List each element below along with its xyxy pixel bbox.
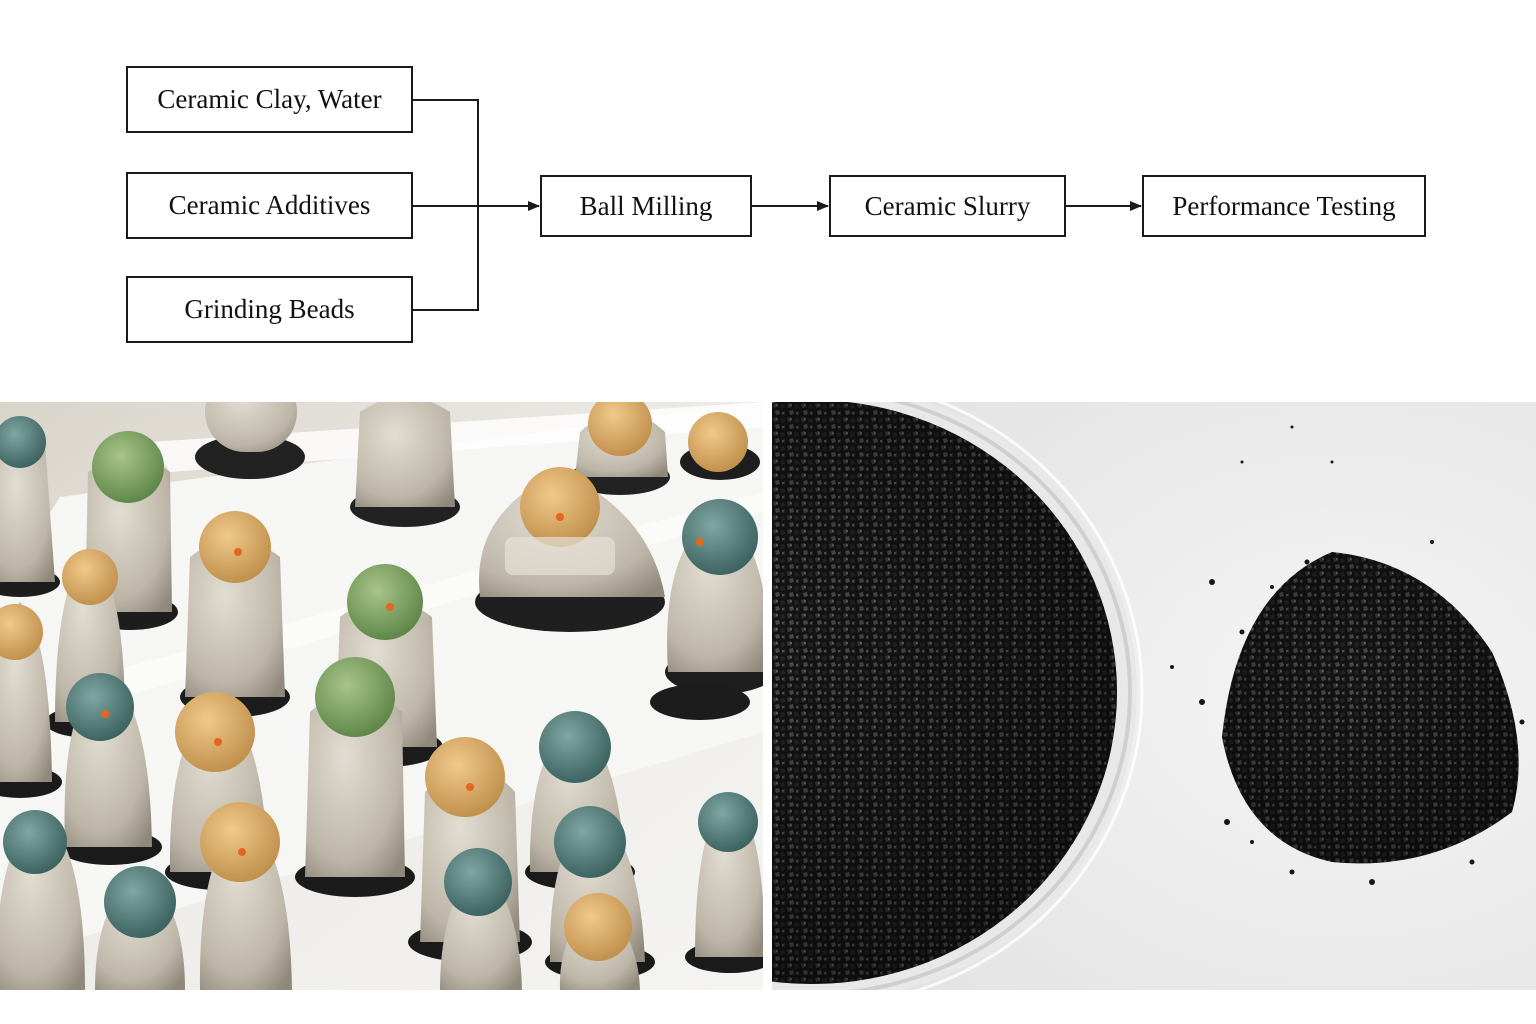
- input-box-clay-water: Ceramic Clay, Water: [126, 66, 413, 133]
- step-box-ball-milling: Ball Milling: [540, 175, 752, 237]
- ceramic-figurines-illustration: [0, 402, 763, 990]
- input-box-ceramic-additives: Ceramic Additives: [126, 172, 413, 239]
- step-label-performance-testing: Performance Testing: [1172, 190, 1396, 221]
- input-label-grinding-beads: Grinding Beads: [184, 294, 355, 324]
- ceramic-figurines-photo: [0, 402, 763, 990]
- black-granules-illustration: [772, 402, 1536, 990]
- input-label-clay-water: Ceramic Clay, Water: [157, 84, 382, 114]
- step-box-performance-testing: Performance Testing: [1142, 175, 1426, 237]
- process-flowchart: Ceramic Clay, Water Ceramic Additives Gr…: [0, 0, 1536, 380]
- step-box-ceramic-slurry: Ceramic Slurry: [829, 175, 1066, 237]
- black-granules-photo: [772, 402, 1536, 990]
- photo-strip: [0, 402, 1536, 990]
- step-label-ball-milling: Ball Milling: [579, 190, 713, 221]
- flowchart-connectors: [412, 99, 1142, 311]
- step-label-ceramic-slurry: Ceramic Slurry: [864, 190, 1031, 221]
- input-label-ceramic-additives: Ceramic Additives: [168, 190, 371, 220]
- input-box-grinding-beads: Grinding Beads: [126, 276, 413, 343]
